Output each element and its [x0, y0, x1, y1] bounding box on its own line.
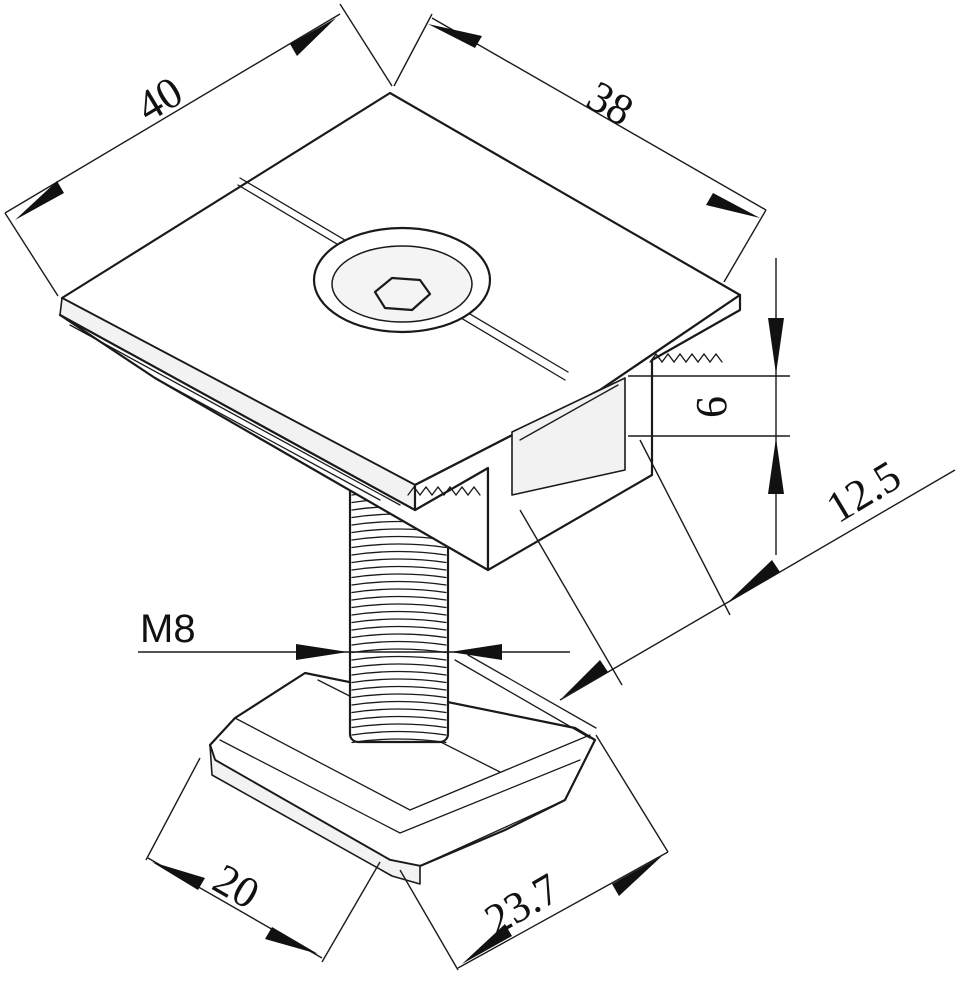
thread-line	[351, 723, 447, 729]
thread-line	[351, 618, 447, 624]
socket-screw	[312, 226, 492, 334]
thread-line	[351, 595, 447, 601]
thread-line	[351, 730, 447, 736]
dim-label-40: 40	[128, 67, 191, 132]
thread-line	[351, 738, 447, 744]
thread-line	[351, 543, 447, 549]
thread-line	[351, 588, 447, 594]
thread-line	[351, 558, 447, 564]
dim-label-38: 38	[579, 71, 642, 135]
t-nut	[208, 654, 597, 885]
dim-label-6: 6	[687, 396, 736, 418]
thread-line	[351, 573, 447, 579]
dim-label-20: 20	[205, 854, 268, 918]
threaded-bolt	[348, 478, 450, 744]
thread-line	[351, 715, 447, 721]
thread-line	[351, 708, 447, 714]
dim-label-m8: M8	[140, 607, 196, 651]
dim-slot-height: 6	[628, 258, 790, 555]
thread-line	[351, 603, 447, 609]
thread-line	[351, 580, 447, 586]
thread-line	[351, 685, 447, 691]
thread-line	[351, 678, 447, 684]
thread-line	[351, 550, 447, 556]
thread-line	[351, 663, 447, 669]
thread-line	[351, 625, 447, 631]
thread-line	[351, 633, 447, 639]
dim-label-12-5: 12.5	[818, 451, 909, 533]
thread-line	[351, 565, 447, 571]
thread-line	[351, 640, 447, 646]
hex-socket-icon	[373, 276, 432, 312]
thread-line	[351, 693, 447, 699]
dim-bolt: M8	[138, 607, 570, 675]
thread-line	[351, 648, 447, 654]
thread-line	[351, 610, 447, 616]
thread-line	[351, 670, 447, 676]
thread-line	[351, 700, 447, 706]
thread-line	[351, 655, 447, 661]
